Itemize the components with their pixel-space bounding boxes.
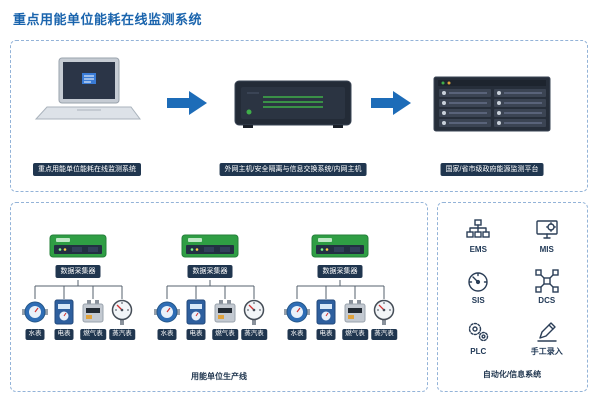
system-label: 手工录入 — [530, 346, 563, 356]
gas-meter-icon — [342, 299, 368, 325]
meter-label: 燃气表 — [80, 329, 106, 340]
arrow-right-icon — [371, 89, 411, 117]
system-item-mis: MIS — [513, 211, 582, 262]
water-meter-icon — [22, 299, 48, 325]
system-label: PLC — [470, 346, 487, 356]
manual-entry-icon — [535, 319, 559, 343]
system-item-manual-entry: 手工录入 — [513, 312, 582, 363]
system-label: EMS — [469, 245, 487, 255]
system-item-dcs: DCS — [513, 262, 582, 313]
collector-group: 数据采集器 — [151, 233, 269, 363]
electric-meter-icon — [313, 299, 339, 325]
automation-systems-caption: 自动化/信息系统 — [482, 370, 542, 379]
water-meter-icon — [154, 299, 180, 325]
sis-icon — [466, 269, 490, 293]
meter-label: 蒸汽表 — [371, 329, 397, 340]
laptop-icon — [31, 57, 143, 133]
collector-label: 数据采集器 — [55, 265, 101, 278]
electric-meter-icon — [183, 299, 209, 325]
isolation-host-icon — [233, 77, 353, 129]
meter-label: 电表 — [186, 329, 206, 340]
meter-label: 电表 — [54, 329, 74, 340]
mis-icon — [535, 218, 559, 242]
system-item-plc: PLC — [444, 312, 513, 363]
steam-meter-icon — [371, 299, 397, 325]
meter-label: 蒸汽表 — [241, 329, 267, 340]
system-label: MIS — [539, 245, 554, 255]
meter-label: 电表 — [316, 329, 336, 340]
data-collector-icon — [310, 233, 370, 259]
meter-label: 燃气表 — [342, 329, 368, 340]
arrow-right-icon — [167, 89, 207, 117]
system-item-sis: SIS — [444, 262, 513, 313]
ems-icon — [466, 218, 490, 242]
connector-lines — [166, 280, 255, 299]
water-meter-icon — [284, 299, 310, 325]
steam-meter-icon — [109, 299, 135, 325]
system-item-ems: EMS — [444, 211, 513, 262]
gas-meter-icon — [212, 299, 238, 325]
systems-grid: EMS MIS — [444, 211, 581, 363]
gas-meter-icon — [80, 299, 106, 325]
system-label: DCS — [538, 295, 556, 305]
automation-systems-section: EMS MIS — [437, 202, 588, 392]
collector-label: 数据采集器 — [317, 265, 363, 278]
system-label: SIS — [471, 295, 485, 305]
connector-lines — [296, 280, 385, 299]
meter-label: 水表 — [25, 329, 45, 340]
flow-node1-label: 重点用能单位能耗在线监测系统 — [33, 163, 141, 176]
data-collector-icon — [48, 233, 108, 259]
connector-lines — [34, 280, 123, 299]
production-line-caption: 用能单位生产线 — [191, 372, 247, 381]
flow-node2-label: 外网主机/安全隔离与信息交换系统/内网主机 — [219, 163, 367, 176]
dcs-icon — [535, 269, 559, 293]
flow-node3-label: 国家/省市级政府能源监测平台 — [440, 163, 544, 176]
electric-meter-icon — [51, 299, 77, 325]
meter-label: 水表 — [157, 329, 177, 340]
data-collector-icon — [180, 233, 240, 259]
collector-label: 数据采集器 — [187, 265, 233, 278]
meter-label: 燃气表 — [212, 329, 238, 340]
flow-section: 重点用能单位能耗在线监测系统 外网主机/安全隔离与信息交换系统/内网主机 国家/… — [10, 40, 588, 192]
page-title: 重点用能单位能耗在线监测系统 — [13, 12, 203, 27]
meter-label: 水表 — [287, 329, 307, 340]
steam-meter-icon — [241, 299, 267, 325]
plc-icon — [466, 320, 490, 344]
production-line-section: 数据采集器 — [10, 202, 428, 392]
meter-label: 蒸汽表 — [109, 329, 135, 340]
collector-group: 数据采集器 — [281, 233, 399, 363]
server-rack-icon — [433, 75, 551, 133]
collector-group: 数据采集器 — [19, 233, 137, 363]
